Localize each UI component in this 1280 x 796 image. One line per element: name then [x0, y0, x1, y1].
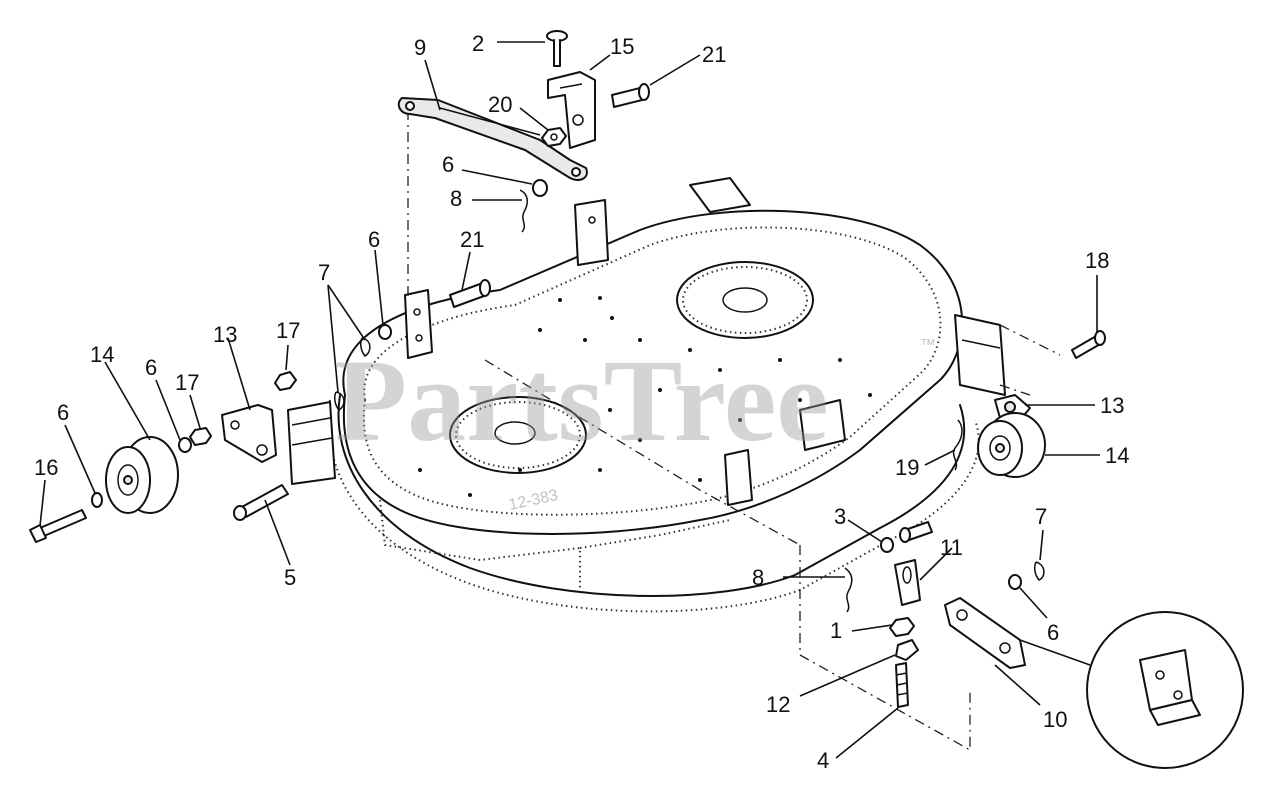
assembly-lines	[407, 110, 1061, 752]
washer-part-right	[1008, 574, 1022, 590]
nut-part-lower	[189, 427, 212, 446]
washer-part-wheel-outer	[91, 492, 103, 508]
detail-inset-circle	[1019, 611, 1244, 769]
deck-bracket-rear	[689, 177, 751, 213]
deck-bracket-front-left	[404, 289, 433, 359]
caster-wheel-right	[977, 412, 1046, 478]
caster-bracket-left	[221, 404, 277, 463]
callout-17-upper: 17	[276, 318, 300, 343]
washer-part-mid	[378, 324, 392, 340]
callout-16: 16	[34, 455, 58, 480]
hex-nut-part	[541, 127, 567, 147]
callout-3: 3	[834, 504, 846, 529]
callout-4: 4	[817, 748, 829, 773]
callout-11: 11	[940, 535, 963, 560]
callout-10: 10	[1043, 707, 1067, 732]
callout-8-front: 8	[752, 565, 764, 590]
deck-bracket-right-side	[954, 314, 1006, 396]
clip-part-right	[1034, 561, 1045, 581]
callout-6-wheel-inner: 6	[145, 355, 157, 380]
swivel-part	[895, 639, 919, 661]
callout-13-left: 13	[213, 322, 237, 347]
callout-18: 18	[1085, 248, 1109, 273]
callout-19: 19	[895, 455, 919, 480]
lower-pin-part	[449, 279, 491, 308]
left-spindle-plate	[449, 396, 587, 474]
hairpin-clip-right	[952, 419, 963, 471]
callout-7-right: 7	[1035, 504, 1047, 529]
washer-part-top	[532, 179, 548, 197]
upper-pin-part	[611, 83, 650, 108]
hairpin-clip-front	[844, 567, 853, 613]
hanger-link-part	[894, 559, 921, 606]
pivot-pin-part	[233, 484, 289, 521]
lift-arm-part	[397, 97, 588, 181]
watermark-trademark: ™	[920, 337, 936, 354]
callout-numbers: 2 15 21 9 20 6 8 6 21 7 17 13 14 6 17 6 …	[34, 31, 1129, 773]
hanger-bracket-part	[547, 71, 596, 149]
callout-12: 12	[766, 692, 790, 717]
deck-bracket-left-side	[287, 401, 336, 485]
callout-14-left: 14	[90, 342, 114, 367]
callout-14-right: 14	[1105, 443, 1129, 468]
clip-part-upper	[360, 337, 371, 357]
caster-wheel-left	[105, 436, 179, 514]
callout-5: 5	[284, 565, 296, 590]
callout-7-left: 7	[318, 260, 330, 285]
right-pin-part	[1071, 330, 1106, 359]
front-pin-part	[899, 521, 933, 543]
deck-bracket-rear-left	[574, 199, 609, 266]
washer-part-wheel-inner	[178, 437, 192, 453]
front-bolt-part	[895, 662, 909, 708]
callout-6-wheel-outer: 6	[57, 400, 69, 425]
deck-bolt-holes	[418, 296, 872, 497]
callout-13-right: 13	[1100, 393, 1124, 418]
leader-lines	[39, 41, 1100, 759]
nut-part-front	[889, 617, 915, 637]
callout-21-upper: 21	[702, 42, 726, 67]
callout-20: 20	[488, 92, 512, 117]
deck-bracket-center	[724, 399, 846, 506]
callout-6-right: 6	[1047, 620, 1059, 645]
nut-part-upper	[274, 371, 297, 391]
callout-17-lower: 17	[175, 370, 199, 395]
wheel-bolt-part	[29, 509, 87, 543]
callout-15: 15	[610, 34, 634, 59]
callout-6-mid: 6	[368, 227, 380, 252]
carriage-bolt-part	[546, 30, 568, 67]
watermark: PartsTree	[335, 335, 829, 466]
callout-1: 1	[830, 618, 842, 643]
hanger-plate-part	[944, 597, 1026, 669]
callout-21-lower: 21	[460, 227, 484, 252]
callout-6-top: 6	[442, 152, 454, 177]
callout-8-top: 8	[450, 186, 462, 211]
hairpin-clip-top	[519, 189, 528, 233]
callout-2: 2	[472, 31, 484, 56]
clip-part-lower	[334, 391, 345, 411]
callout-9: 9	[414, 35, 426, 60]
right-spindle-plate	[676, 261, 814, 339]
washer-part-front	[880, 537, 894, 553]
